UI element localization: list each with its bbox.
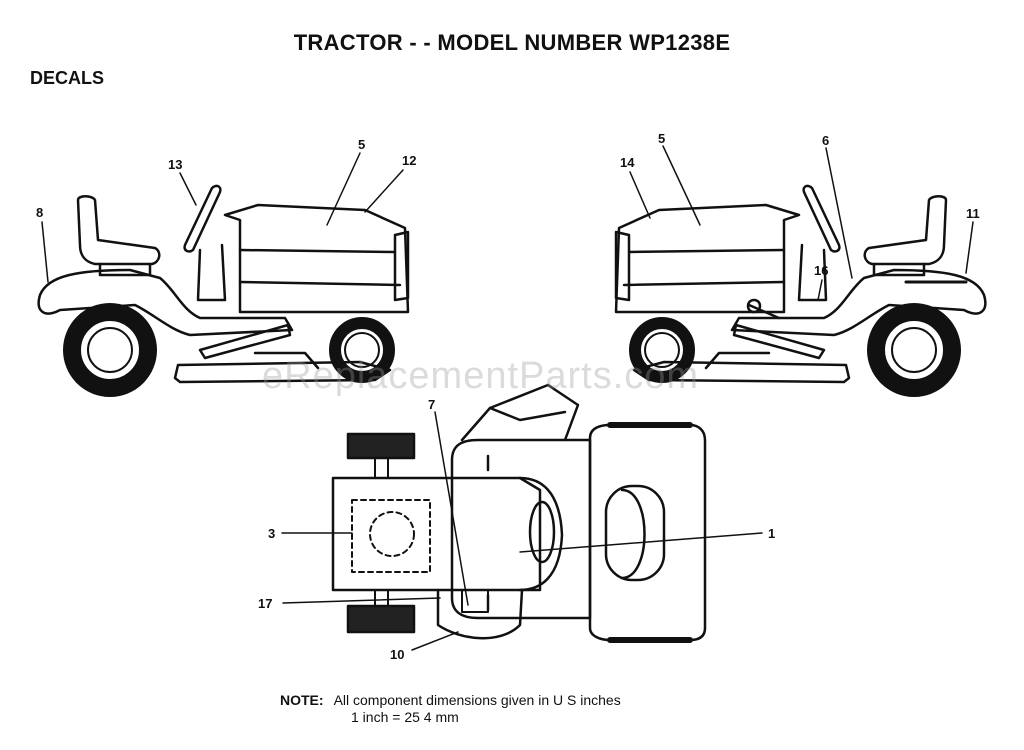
steering-wheel	[802, 184, 841, 253]
deck-top	[436, 588, 524, 640]
callout-1: 1	[768, 526, 775, 541]
callout-6: 6	[822, 133, 829, 148]
seat	[863, 195, 948, 266]
leader-lines	[41, 145, 974, 651]
front-wheel	[629, 317, 695, 383]
chute	[460, 383, 580, 442]
tractor-top-view	[331, 383, 707, 643]
rear-fender	[730, 268, 987, 337]
seat	[76, 195, 161, 266]
callout-10: 10	[390, 647, 404, 662]
rear-wheel	[867, 303, 961, 397]
note-line-2: 1 inch = 25 4 mm	[351, 709, 459, 725]
callout-numbers: 8 13 5 12 5 14 6 16 11 7 3 17 10 1	[36, 131, 980, 662]
page-title: TRACTOR - - MODEL NUMBER WP1238E	[293, 30, 731, 55]
callout-11: 11	[966, 206, 980, 221]
steering-column	[196, 243, 227, 302]
steering-column	[797, 243, 828, 302]
grille-top	[604, 484, 666, 582]
callout-14: 14	[620, 155, 635, 170]
engine-cover-top	[588, 423, 707, 642]
hood	[223, 203, 410, 314]
rear-tire-top	[346, 432, 416, 460]
dimension-note: NOTE: All component dimensions given in U…	[280, 692, 621, 725]
callout-5-right: 5	[658, 131, 665, 146]
callout-17: 17	[258, 596, 272, 611]
rear-fender	[37, 268, 294, 337]
note-label: NOTE:	[280, 692, 324, 708]
steering-wheel	[183, 184, 222, 253]
body-top	[331, 476, 542, 592]
tractor-right-side-view	[614, 184, 987, 397]
seat-top	[351, 499, 431, 573]
mower-deck	[632, 360, 851, 384]
tractor-left-side-view	[37, 184, 410, 397]
callout-16: 16	[814, 263, 828, 278]
callout-5-left: 5	[358, 137, 365, 152]
note-line-1: All component dimensions given in U S in…	[333, 692, 621, 708]
hood	[614, 203, 801, 314]
rear-wheel	[63, 303, 157, 397]
callout-12: 12	[402, 153, 416, 168]
callout-7: 7	[428, 397, 435, 412]
callout-8: 8	[36, 205, 43, 220]
rear-tire-bottom	[346, 604, 416, 634]
callout-3: 3	[268, 526, 275, 541]
callout-13: 13	[168, 157, 182, 172]
mower-deck	[173, 360, 392, 384]
section-heading: DECALS	[30, 68, 105, 88]
lift-lever	[746, 298, 781, 320]
front-wheel	[329, 317, 395, 383]
watermark: eReplacementParts.com	[262, 355, 700, 397]
